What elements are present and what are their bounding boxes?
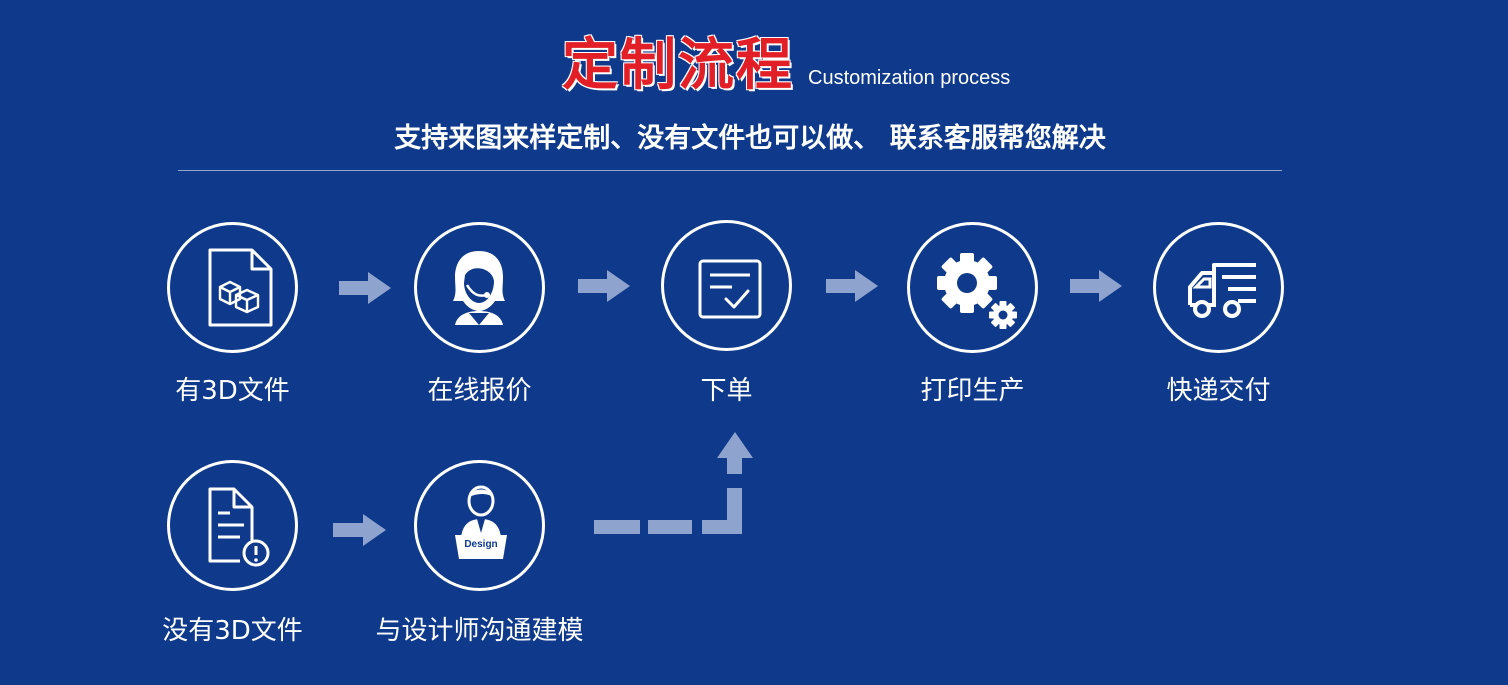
arrow-right-icon — [826, 270, 878, 302]
divider — [178, 170, 1282, 171]
dash-connector — [702, 488, 742, 534]
dash-connector — [594, 520, 640, 534]
step-place-order — [661, 220, 792, 351]
arrow-right-icon — [339, 272, 391, 304]
arrow-right-icon — [1070, 270, 1122, 302]
step-label-designer-modeling: 与设计师沟通建模 — [375, 616, 584, 646]
page-title: 定制流程 — [562, 33, 794, 98]
step-online-quote — [414, 222, 545, 353]
step-has-3d-file — [167, 222, 298, 353]
step-label-express-delivery: 快递交付 — [1166, 376, 1271, 406]
step-label-print-production: 打印生产 — [920, 376, 1025, 406]
designer-badge-text: Design — [464, 539, 498, 550]
designer-icon — [455, 485, 507, 559]
step-label-place-order: 下单 — [700, 376, 753, 406]
arrow-right-icon — [578, 270, 630, 302]
arrow-up-icon — [717, 432, 753, 474]
step-express-delivery — [1153, 222, 1284, 353]
customer-service-icon — [453, 251, 505, 325]
tagline: 支持来图来样定制、没有文件也可以做、 联系客服帮您解决 — [394, 123, 1106, 154]
order-form-icon — [698, 259, 762, 319]
dash-connector — [648, 520, 692, 534]
step-label-has-3d-file: 有3D文件 — [175, 376, 290, 406]
arrow-right-icon — [333, 514, 386, 546]
step-no-3d-file — [167, 460, 298, 591]
step-designer-modeling: Design — [414, 460, 545, 591]
truck-icon — [1188, 263, 1256, 318]
step-print-production — [907, 222, 1038, 353]
page-subtitle-en: Customization process — [808, 67, 1011, 89]
gears-icon — [937, 253, 1017, 329]
step-label-no-3d-file: 没有3D文件 — [162, 616, 303, 646]
cube-file-icon — [208, 248, 273, 327]
step-label-online-quote: 在线报价 — [427, 376, 532, 406]
document-warning-icon — [208, 487, 270, 567]
